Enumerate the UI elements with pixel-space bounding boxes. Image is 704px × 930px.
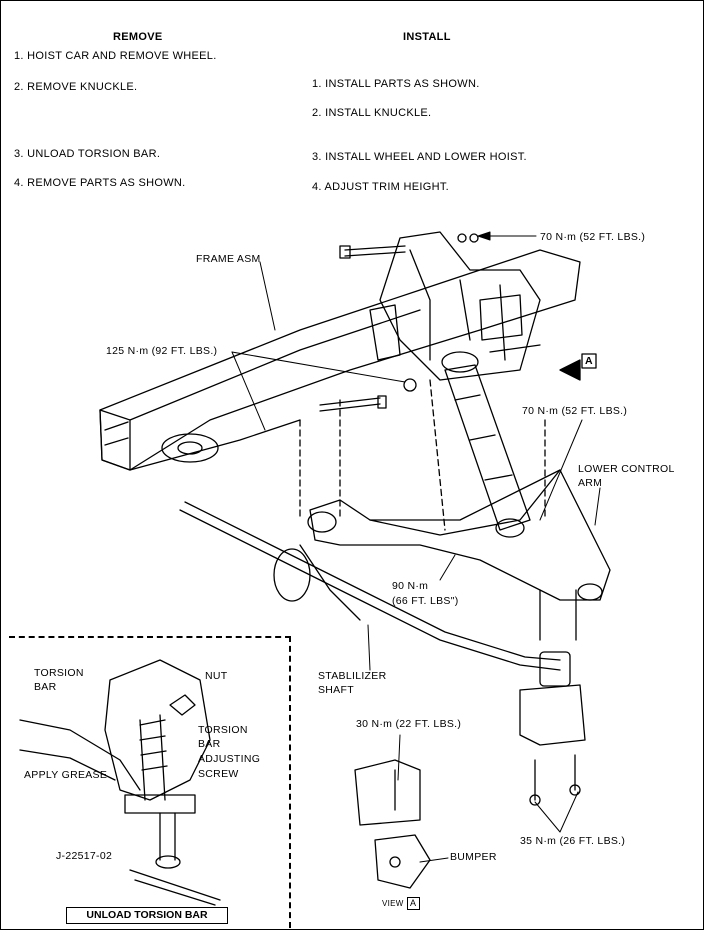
torque-callout-35: 35 N·m (26 FT. LBS.) [520,835,626,847]
inset-torsion-bar-1: TORSION [34,667,84,679]
bolts [319,233,541,412]
lower-control-arm-label-2: ARM [578,477,603,489]
torque-callout-30: 30 N·m (22 FT. LBS.) [356,718,462,730]
install-step-3: 3. INSTALL WHEEL AND LOWER HOIST. [312,151,527,163]
view-a-marker: A [585,355,593,367]
lower-control-arm-label-1: LOWER CONTROL [578,463,675,475]
remove-heading: REMOVE [113,31,163,43]
inset-adjusting-2: BAR [198,738,221,750]
frame-asm-label: FRAME ASM [196,253,261,265]
inset-panel [9,636,291,928]
remove-step-1: 1. HOIST CAR AND REMOVE WHEEL. [14,50,217,62]
inset-adjusting-3: ADJUSTING [198,753,261,765]
install-heading: INSTALL [403,31,451,43]
upper-bracket [339,231,541,381]
torque-callout-top: 70 N·m (52 FT. LBS.) [540,231,646,243]
view-a-arrow [559,359,581,381]
view-label-text: VIEW [382,899,404,908]
inset-nut-label: NUT [205,670,228,682]
view-label-letter: A [406,897,420,910]
view-a-box [581,353,597,369]
inset-caption: UNLOAD TORSION BAR [66,907,228,924]
remove-step-4: 4. REMOVE PARTS AS SHOWN. [14,177,186,189]
bumper-label: BUMPER [450,851,497,863]
lower-control-arm [307,469,611,641]
shock-absorber [441,351,531,538]
remove-step-2: 2. REMOVE KNUCKLE. [14,81,138,93]
stabilizer-shaft [179,501,571,687]
inset-tool-label: J-22517-02 [56,850,113,862]
torque-callout-70-mid: 70 N·m (52 FT. LBS.) [522,405,628,417]
assembly-lines [299,379,546,531]
install-step-4: 4. ADJUST TRIM HEIGHT. [312,181,449,193]
torque-callout-90-ftlbs: (66 FT. LBS") [392,595,459,607]
inset-apply-grease: APPLY GREASE [24,769,108,781]
torque-callout-90: 90 N·m [392,580,429,592]
stabilizer-shaft-label-2: SHAFT [318,684,354,696]
remove-step-3: 3. UNLOAD TORSION BAR. [14,148,161,160]
install-step-1: 1. INSTALL PARTS AS SHOWN. [312,78,480,90]
inset-adjusting-1: TORSION [198,724,248,736]
inset-drawing [19,659,221,906]
torque-callout-125: 125 N·m (92 FT. LBS.) [106,345,218,357]
frame-rail [99,249,581,471]
stabilizer-shaft-label-1: STABLILIZER [318,670,387,682]
install-step-2: 2. INSTALL KNUCKLE. [312,107,432,119]
bumper-detail [354,684,586,889]
inset-torsion-bar-2: BAR [34,681,57,693]
leader-lines [231,231,601,863]
inset-adjusting-4: SCREW [198,768,239,780]
